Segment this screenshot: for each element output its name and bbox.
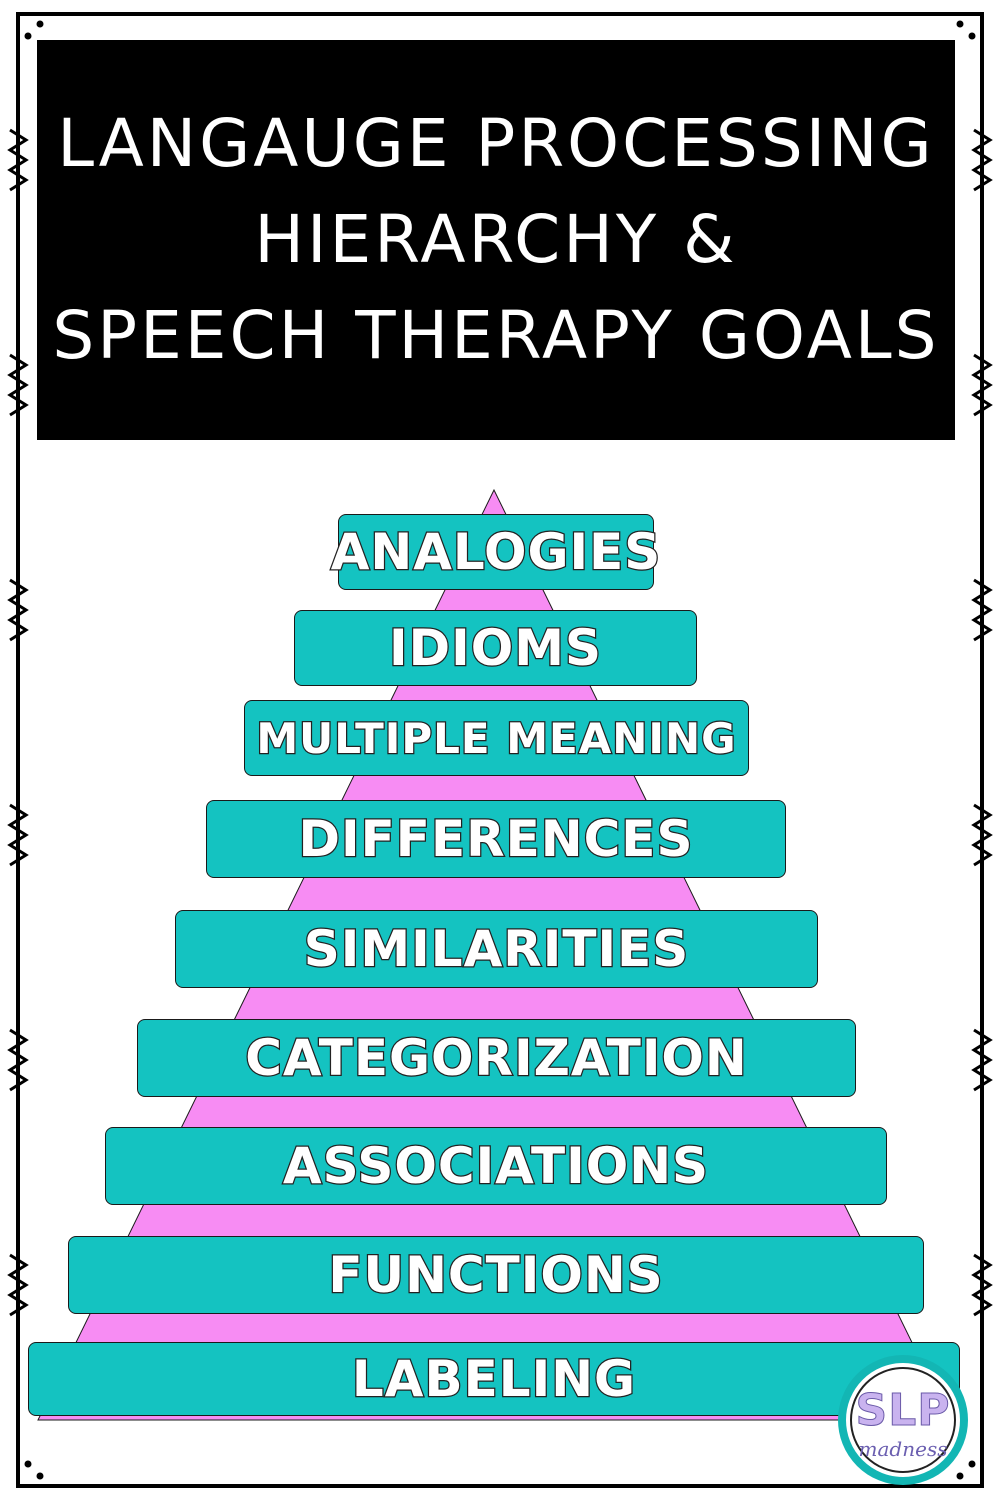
- level-categorization: CATEGORIZATION: [137, 1019, 856, 1097]
- level-label: IDIOMS: [388, 618, 602, 679]
- logo-inner-ring: [850, 1367, 956, 1473]
- zigzag-ornament: [7, 353, 29, 417]
- level-label: MULTIPLE MEANING: [255, 712, 737, 764]
- logo-sub-text: madness: [858, 1437, 948, 1461]
- zigzag-ornament: [971, 803, 993, 867]
- title-line-1: LANGAUGE PROCESSING: [57, 105, 935, 182]
- level-multiple-meaning: MULTIPLE MEANING: [244, 700, 749, 776]
- zigzag-ornament: [971, 353, 993, 417]
- zigzag-ornament: [7, 578, 29, 642]
- level-label: DIFFERENCES: [297, 809, 694, 870]
- title-line-2: HIERARCHY &: [254, 201, 738, 278]
- logo-main-text: SLP: [855, 1385, 951, 1437]
- level-similarities: SIMILARITIES: [175, 910, 818, 988]
- title-line-3: SPEECH THERAPY GOALS: [52, 297, 940, 374]
- zigzag-ornament: [971, 128, 993, 192]
- level-functions: FUNCTIONS: [68, 1236, 924, 1314]
- zigzag-ornament: [7, 128, 29, 192]
- zigzag-ornament: [971, 1253, 993, 1317]
- level-label: FUNCTIONS: [327, 1245, 664, 1306]
- level-label: CATEGORIZATION: [244, 1028, 748, 1089]
- level-label: ASSOCIATIONS: [282, 1136, 710, 1197]
- slp-madness-logo: SLP madness: [838, 1355, 968, 1485]
- level-analogies: ANALOGIES: [329, 514, 662, 590]
- level-label: SIMILARITIES: [302, 919, 690, 980]
- level-label: ANALOGIES: [329, 522, 662, 583]
- zigzag-ornament: [7, 1253, 29, 1317]
- level-differences: DIFFERENCES: [206, 800, 786, 878]
- title-banner: LANGAUGE PROCESSING HIERARCHY & SPEECH T…: [37, 40, 955, 440]
- level-idioms: IDIOMS: [294, 610, 697, 686]
- zigzag-ornament: [971, 1028, 993, 1092]
- level-label: LABELING: [351, 1349, 637, 1410]
- level-labeling: LABELING: [28, 1342, 960, 1416]
- zigzag-ornament: [7, 1028, 29, 1092]
- zigzag-ornament: [7, 803, 29, 867]
- level-associations: ASSOCIATIONS: [105, 1127, 887, 1205]
- zigzag-ornament: [971, 578, 993, 642]
